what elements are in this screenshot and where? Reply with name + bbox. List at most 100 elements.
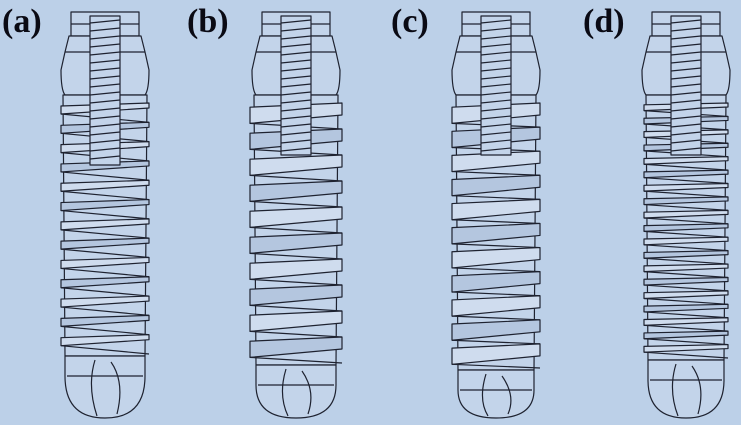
thread-edge [643, 271, 729, 279]
screw-thread [670, 19, 702, 24]
thread [60, 295, 150, 308]
thread-edge [60, 248, 150, 259]
screw-thread [280, 43, 312, 48]
thread [643, 290, 729, 300]
screw-thread [89, 155, 121, 160]
thread [643, 303, 729, 313]
thread [60, 314, 150, 327]
thread-edge [60, 209, 150, 220]
thread-edge [643, 244, 729, 252]
screw-thread [89, 19, 121, 24]
screw-thread [89, 99, 121, 104]
apex-flute [110, 361, 121, 415]
thread-edge [643, 351, 729, 359]
implant-apex [647, 359, 725, 419]
thread-edge [249, 252, 343, 260]
screw-thread [89, 51, 121, 56]
thread-edge [249, 356, 343, 364]
screw-thread [480, 59, 512, 64]
thread [451, 198, 541, 221]
thread [249, 336, 343, 358]
thread [643, 343, 729, 353]
thread [451, 222, 541, 245]
screw-thread [89, 67, 121, 72]
screw-thread [280, 67, 312, 72]
thread [249, 310, 343, 332]
screw-thread [280, 27, 312, 32]
thread [249, 154, 343, 176]
thread [643, 250, 729, 259]
screw-thread [89, 59, 121, 64]
thread [643, 169, 729, 179]
screw-thread [480, 91, 512, 96]
screw-thread [280, 131, 312, 136]
screw-thread [89, 139, 121, 144]
screw-thread [480, 123, 512, 128]
thread [249, 180, 343, 202]
screw-thread [280, 83, 312, 88]
thread-edge [60, 190, 150, 201]
thread [643, 263, 729, 273]
thread-edge [249, 304, 343, 312]
thread [60, 334, 150, 347]
panel-label-a: (a) [2, 3, 42, 40]
screw-thread [670, 99, 702, 104]
thread [451, 174, 541, 197]
screw-thread [280, 115, 312, 120]
thread-edge [643, 284, 729, 292]
screw-thread [480, 19, 512, 24]
thread-edge [60, 345, 150, 355]
thread-edge [451, 291, 541, 297]
screw-thread [480, 99, 512, 104]
thread-edge [249, 278, 343, 286]
screw-thread [670, 91, 702, 96]
thread-edge [249, 200, 343, 208]
thread [451, 246, 541, 269]
screw-thread [480, 27, 512, 32]
thread-edge [451, 195, 541, 200]
thread-edge [451, 363, 541, 369]
screw-channel [280, 15, 312, 156]
thread [60, 218, 150, 231]
screw-thread [89, 107, 121, 112]
panel-label-c: (c) [391, 3, 429, 40]
panel-label-d: (d) [583, 3, 625, 40]
screw-thread [480, 115, 512, 120]
thread-edge [643, 338, 729, 346]
screw-thread [89, 35, 121, 40]
thread [60, 198, 150, 212]
screw-thread [280, 147, 312, 152]
screw-thread [480, 139, 512, 144]
panel-label-b: (b) [187, 3, 229, 40]
apex-flute [481, 373, 489, 417]
screw-thread [89, 115, 121, 120]
screw-thread [280, 107, 312, 112]
apex-flute [281, 368, 289, 417]
screw-thread [280, 75, 312, 80]
thread [451, 319, 541, 341]
implant-apex [64, 355, 146, 419]
thread [249, 284, 343, 306]
screw-thread [670, 115, 702, 120]
implant-a [60, 11, 150, 419]
screw-thread [670, 27, 702, 32]
implant-apex [457, 369, 535, 419]
screw-thread [89, 147, 121, 152]
thread [643, 317, 729, 326]
thread-edge [60, 287, 150, 297]
thread-edge [451, 339, 541, 345]
screw-thread [480, 51, 512, 56]
thread-edge [451, 219, 541, 225]
screw-thread [480, 131, 512, 136]
screw-thread [89, 75, 121, 80]
screw-thread [89, 131, 121, 136]
implant-apex [255, 364, 337, 419]
apex-flute [691, 365, 702, 415]
screw-thread [280, 139, 312, 144]
thread-edge [643, 190, 729, 198]
apex-flute [671, 363, 679, 417]
thread-edge [249, 174, 343, 182]
thread [643, 156, 729, 165]
thread-edge [451, 267, 541, 273]
thread-edge [643, 311, 729, 319]
